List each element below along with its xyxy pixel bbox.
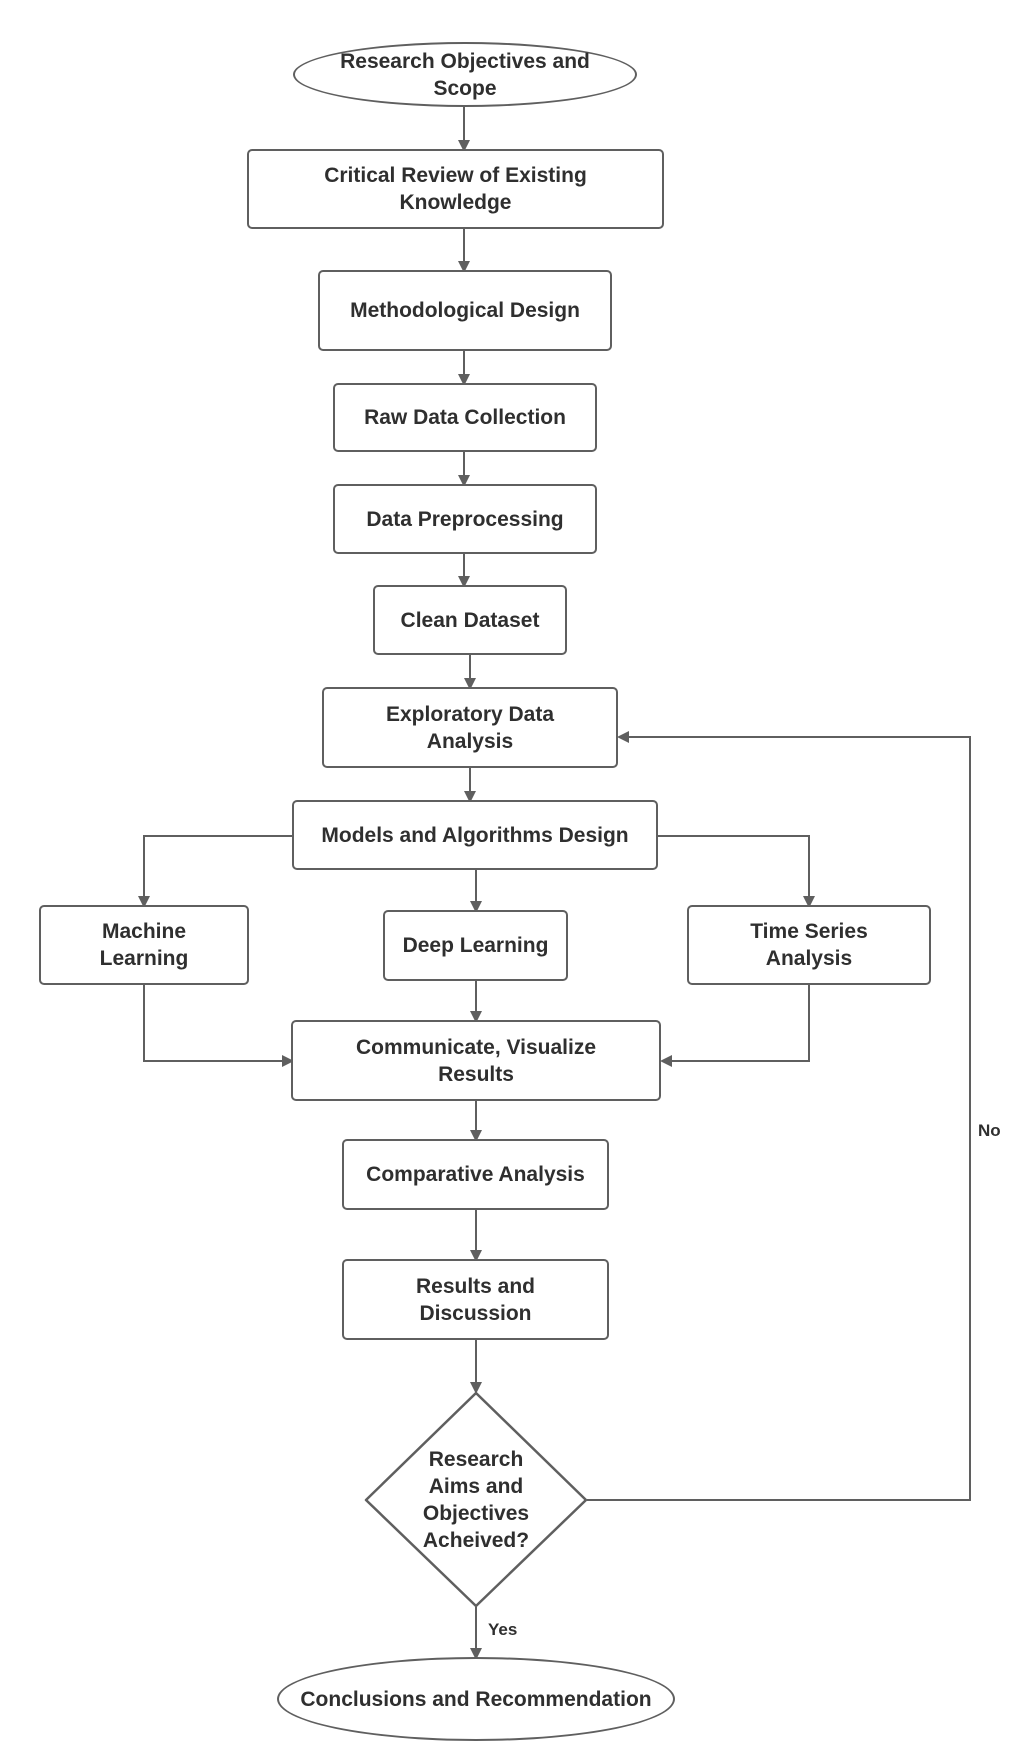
node-machine-learning: Machine Learning [39,905,249,985]
node-data-preprocessing: Data Preprocessing [333,484,597,554]
node-exploratory-data-analysis: Exploratory Data Analysis [322,687,618,768]
arrow-models-to-time-series [657,835,815,908]
edge-label-no: No [978,1121,1001,1140]
arrow-models-to-machine-learning [138,835,293,908]
node-clean-dataset: Clean Dataset [373,585,567,655]
node-comparative-analysis: Comparative Analysis [342,1139,609,1210]
node-decision-label: Research Aims and Objectives Acheived? [422,1448,530,1552]
node-conclusions-recommendation: Conclusions and Recommendation [277,1657,675,1741]
decision-diamond [364,1391,588,1608]
arrow-time-series-to-communicate [660,984,810,1067]
node-methodological-design: Methodological Design [318,270,612,351]
node-results-and-discussion: Results and Discussion [342,1259,609,1340]
node-models-algorithms-design: Models and Algorithms Design [292,800,658,870]
node-raw-data-collection: Raw Data Collection [333,383,597,452]
node-research-objectives: Research Objectives and Scope [293,42,637,107]
node-time-series-analysis: Time Series Analysis [687,905,931,985]
edge-label-yes: Yes [488,1620,518,1639]
arrow-decision-no-to-eda [587,731,971,1501]
arrow-machine-learning-to-communicate [143,984,294,1067]
node-critical-review: Critical Review of Existing Knowledge [247,149,664,229]
node-communicate-visualize-results: Communicate, Visualize Results [291,1020,661,1101]
node-deep-learning: Deep Learning [383,910,568,981]
